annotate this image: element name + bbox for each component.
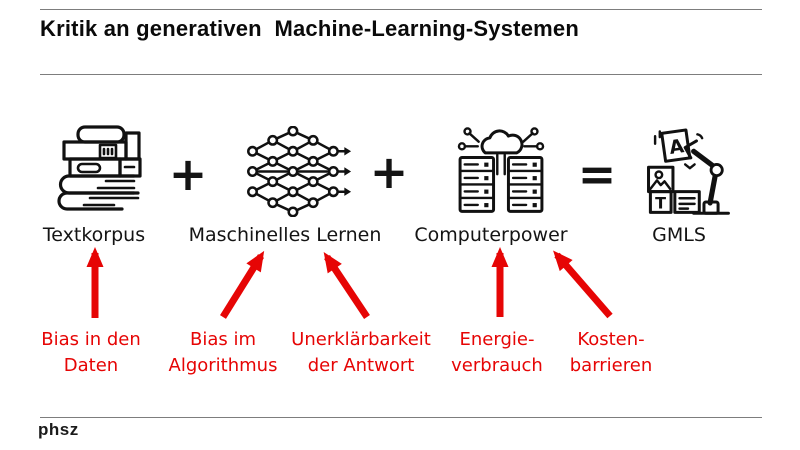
criticism-arrow-3 xyxy=(323,252,370,319)
servers-cloud-icon xyxy=(452,124,550,217)
books-icon xyxy=(50,117,150,217)
page-title: Kritik an generativen Machine-Learning-S… xyxy=(40,16,579,41)
plus-operator-2: + xyxy=(369,145,409,199)
criticism-label-unerklaerbarkeit: Unerklärbarkeit der Antwort xyxy=(291,329,431,376)
criticism-label-bias-daten: Bias in den Daten xyxy=(41,329,141,376)
title-rule xyxy=(40,74,762,75)
robot-arm-icon: A T xyxy=(638,124,738,218)
criticism-arrow-2 xyxy=(220,250,265,319)
footer-rule xyxy=(40,417,762,418)
neural-network-icon xyxy=(244,126,352,217)
criticism-label-energieverbrauch: Energie- verbrauch xyxy=(451,329,543,376)
card-letter-a: A xyxy=(668,136,686,159)
equation-item-label-textkorpus: Textkorpus xyxy=(42,224,146,246)
equals-operator: = xyxy=(577,147,617,201)
card-letter-t: T xyxy=(655,194,666,213)
criticism-arrow-5 xyxy=(553,250,613,319)
equation-item-label-computerpower: Computerpower xyxy=(414,224,568,246)
plus-operator-1: + xyxy=(168,147,208,201)
criticism-label-kostenbarrieren: Kosten- barrieren xyxy=(569,329,653,376)
equation-item-label-maschinelles-lernen: Maschinelles Lernen xyxy=(188,224,382,246)
criticism-label-bias-algorithmus: Bias im Algorithmus xyxy=(168,329,278,376)
equation-item-label-gmls: GMLS xyxy=(652,224,706,246)
top-rule xyxy=(40,9,762,10)
phsz-logo: phsz xyxy=(38,420,79,439)
